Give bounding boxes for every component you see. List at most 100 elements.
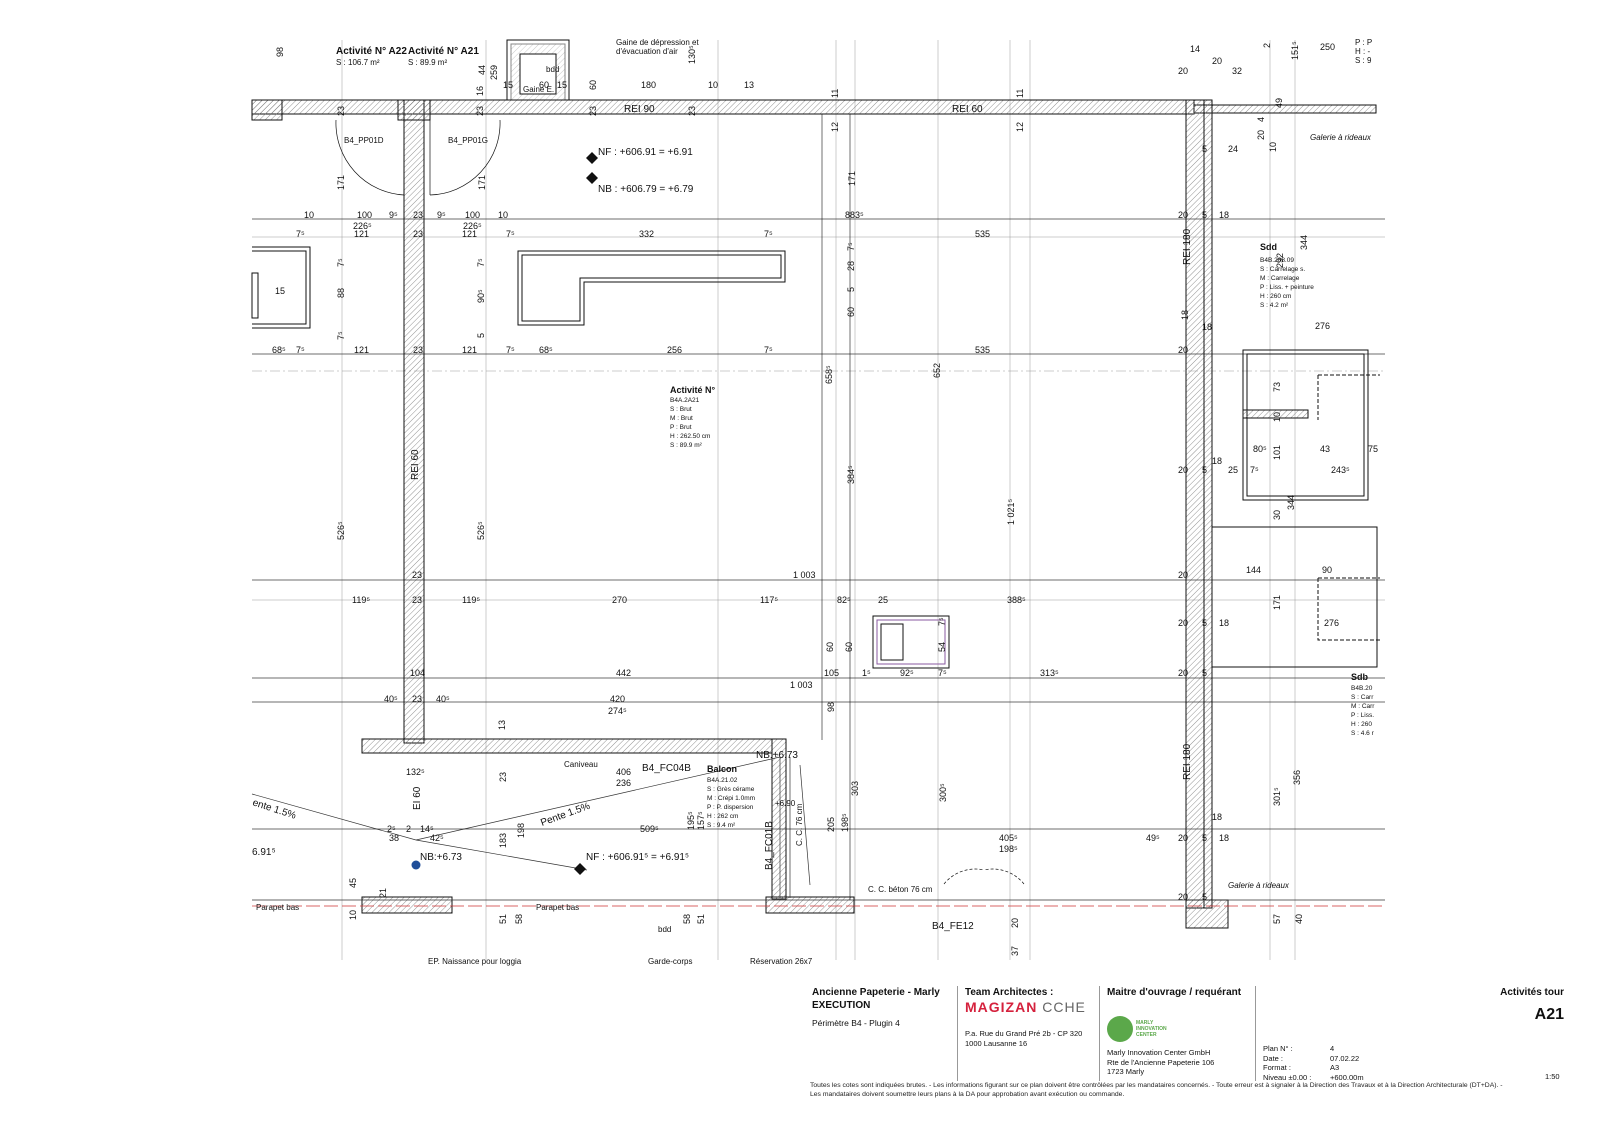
right-clip-3: S : 9 [1355,56,1372,65]
dim: 7⁵ [846,242,856,251]
dim: 344 [1299,235,1309,250]
divider [1099,986,1100,1081]
dim: 14 [1190,44,1200,54]
dim: 388⁵ [1007,595,1026,605]
dim: 157⁵ [696,811,706,830]
dim: 45 [348,878,358,888]
dim: 23 [413,229,423,239]
dim: 23 [475,106,485,116]
room-sdd-title: Sdd [1260,242,1277,252]
nf-top: NF : +606.91 = +6.91 [598,147,693,158]
room-sdb-s: S : Carr [1351,694,1374,701]
dim: 11 [830,89,840,98]
dim: 7⁵ [937,617,947,626]
dim: 14⁵ [420,824,434,834]
slab-bottom [361,738,773,754]
dim: 270 [612,595,627,605]
logo-line-1: MARLY [1136,1020,1154,1026]
room-balcon-title: Balcon [707,764,737,774]
dim: 198⁵ [840,813,850,832]
dim: 20 [1256,130,1266,140]
owner-label: Maitre d'ouvrage / requérant [1107,987,1242,998]
dim: 40⁵ [384,694,398,704]
dim: 171 [847,171,857,186]
architect-logo: MAGIZAN CCHE [965,999,1095,1015]
dim: 7⁵ [296,229,305,239]
sdb-box [1211,526,1378,668]
plan-value: 4 [1330,1044,1335,1053]
ei60-label: EI 60 [412,786,423,810]
cc-beton-vertical: C. C. 76 cm [795,803,804,846]
logo-b: CCHE [1042,999,1086,1015]
room-sdb-p: P : Liss. [1351,712,1374,719]
dim: 119⁵ [462,595,480,605]
dim: 300⁵ [938,783,948,802]
furniture-outlines [251,246,1380,669]
team-address-2: 1000 Lausanne 16 [965,1038,1028,1048]
plan-key: Plan N° : [1263,1044,1293,1053]
dim: 60 [844,642,854,652]
dim: 405⁵ [999,833,1018,843]
wall-right-thin [1203,99,1213,909]
dim: 18 [1219,618,1229,628]
dim: 23 [498,772,508,782]
right-clip-2: H : - [1355,47,1370,56]
dim: 276 [1315,321,1330,331]
dim: 20 [1178,892,1188,902]
logo-a: MAGIZAN [965,999,1038,1015]
dim: 250 [1320,42,1335,52]
dim: 15 [503,80,513,90]
dim: 23 [413,345,423,355]
date-key: Date : [1263,1053,1284,1063]
dim: 10 [708,80,718,90]
nb-balcon: NB:+6.73 [756,750,798,761]
marly-logo-icon [1107,1016,1133,1042]
nf-bottom: NF : +606.91⁵ = +6.91⁵ [586,852,689,863]
dim: 18 [1219,210,1229,220]
dim: 2 [1262,43,1272,48]
dim: 1⁵ [862,668,871,678]
dim: 92⁵ [900,668,914,678]
room-activite-s: S : Brut [670,406,692,413]
cc-beton-label: C. C. béton 76 cm [868,885,933,894]
dim: 100 [465,210,480,220]
room-activite-code: B4A.2A21 [670,397,700,404]
note-line-1: Toutes les cotes sont indiquées brutes. … [810,1082,1503,1089]
dim: 30 [1272,510,1282,520]
dim: 121 [462,229,477,239]
dim: 18 [1212,456,1222,466]
dim: 256 [667,345,682,355]
dim: 7⁵ [506,345,515,355]
column-left-head [397,99,431,121]
wall-right-core [1185,99,1205,909]
dim: 198 [516,823,526,838]
dim: 1 003 [793,570,816,580]
plan-info-values: 4 07.02.22 A3 +600.00m [1330,1044,1364,1082]
dim: 90⁵ [476,289,486,303]
room-balcon-surf: S : 9.4 m² [707,822,736,829]
room-sdb-title: Sdb [1351,672,1369,682]
project-phase: EXECUTION [812,1000,871,1011]
dim: 23 [412,570,422,580]
room-balcon: Balcon B4A.21.02 S : Grès cérame M : Cré… [707,764,755,829]
dim: 20 [1010,918,1020,928]
dim: 101 [1272,445,1282,460]
owner-1: Marly Innovation Center GmbH [1107,1048,1211,1057]
room-activite-h: H : 262.50 cm [670,433,710,440]
dim: 344 [1286,495,1296,510]
wall-stub-left [251,99,283,121]
sheet-code: A21 [1534,1006,1564,1023]
room-balcon-s: S : Grès cérame [707,786,755,793]
dim: 88 [336,288,346,298]
dim: 44 [477,65,487,75]
dim: 5 [1202,618,1207,628]
activite-a21-label: Activité N° A21 [408,46,479,57]
bdd-top: bdd [546,65,559,74]
wall-top [251,99,1195,115]
room-sdb-m: M : Carr [1351,703,1375,710]
rei180-top-label: REI 180 [1182,228,1193,265]
dim: 883⁵ [845,210,864,220]
dim: 16 [475,86,485,96]
dim: 42⁵ [430,833,444,843]
dim: 25 [878,595,888,605]
